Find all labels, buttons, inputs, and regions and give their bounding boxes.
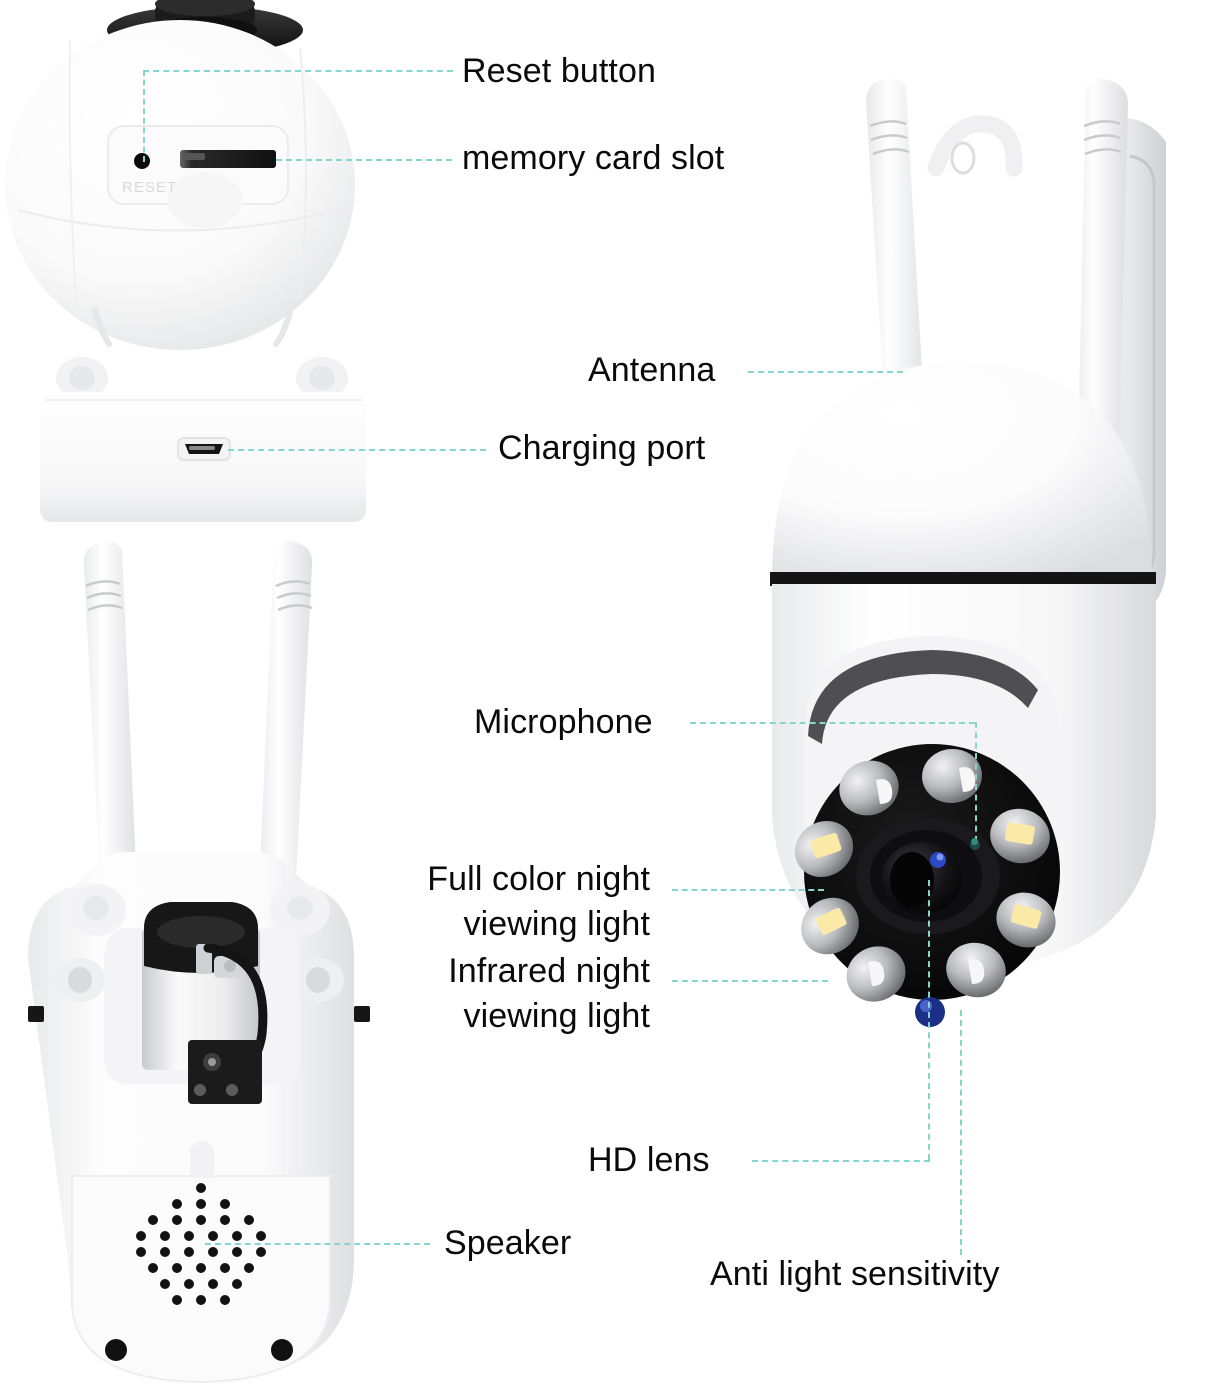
lens-cluster — [794, 744, 1060, 1027]
callout-label-full-color-night-light: Full color night viewing light — [427, 860, 650, 943]
mount-base — [40, 392, 366, 522]
reset-embossed-text: RESET — [122, 179, 177, 196]
dome-seam — [770, 572, 1156, 586]
leader-hd-lens-vertical — [928, 880, 930, 1160]
leader-memory-card-horizontal — [276, 159, 452, 161]
bottom-view-illustration — [28, 541, 370, 1384]
callout-label-infrared-night-light: Infrared night viewing light — [448, 952, 650, 1035]
hd-lens-barrel — [856, 818, 1000, 934]
ir-led-top-right — [922, 748, 982, 804]
callout-label-reset-button: Reset button — [462, 52, 656, 90]
hanging-loop — [927, 115, 1023, 177]
camera-bottom-body — [28, 851, 370, 1384]
leader-microphone-vertical — [975, 722, 977, 842]
callout-label-charging-port: Charging port — [498, 429, 706, 467]
callout-label-speaker: Speaker — [444, 1224, 572, 1262]
light-sensor — [915, 997, 945, 1027]
front-view-illustration — [770, 78, 1166, 1027]
ir-led-top-left — [839, 760, 899, 816]
leader-hd-lens-horizontal — [752, 1160, 930, 1162]
reset-pinhole — [134, 153, 150, 169]
charging-port-opening — [177, 437, 231, 461]
callout-label-anti-light-sensitivity: Anti light sensitivity — [710, 1255, 1000, 1293]
callout-label-antenna: Antenna — [588, 351, 716, 389]
leader-antenna-horizontal — [748, 371, 903, 373]
callout-label-microphone: Microphone — [474, 703, 653, 741]
memory-card-slot-opening — [180, 150, 276, 168]
warm-led-right-upper — [990, 808, 1050, 864]
camera-rear-body: RESET — [5, 20, 355, 399]
leader-full-color-light-horizontal — [672, 889, 824, 891]
leader-speaker-horizontal — [205, 1243, 430, 1245]
ir-led-bottom-left — [846, 946, 906, 1002]
leader-reset-horizontal — [143, 70, 453, 72]
leader-microphone-horizontal — [690, 722, 975, 724]
warm-led-left-lower — [801, 897, 859, 955]
warm-led-right-lower — [996, 892, 1056, 948]
led-ring — [794, 748, 1056, 1002]
antenna-right — [259, 541, 313, 892]
ir-led-bottom-right — [946, 942, 1006, 998]
warm-led-left-upper — [794, 821, 854, 877]
leader-charging-port-horizontal — [228, 449, 486, 451]
rear-view-illustration: RESET — [5, 0, 366, 522]
leader-infrared-light-horizontal — [672, 980, 828, 982]
antenna-left — [83, 541, 137, 892]
microphone-endpoint-dot — [971, 838, 978, 845]
callout-label-hd-lens: HD lens — [588, 1141, 710, 1179]
leader-reset-vertical — [143, 70, 145, 162]
callout-label-memory-card-slot: memory card slot — [462, 139, 725, 177]
leader-anti-light-vertical — [960, 1010, 962, 1255]
speaker-grille — [136, 1183, 266, 1305]
